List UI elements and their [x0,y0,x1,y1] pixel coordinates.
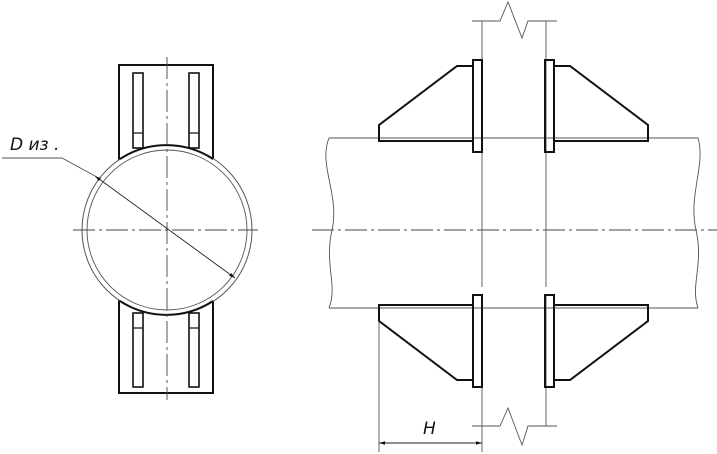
pipe-section-view: D из . [2,57,258,400]
upper-slots [132,72,200,149]
bracket-upper-right [544,59,649,153]
diameter-label: D из . [10,135,59,155]
height-dimension: H [378,321,482,452]
diameter-dimension: D из . [2,135,236,279]
pipe-wall-elevation: H [312,0,717,452]
wall-break-top [472,0,557,40]
bracket-lower-right [544,294,649,388]
wall-break-bottom [472,406,557,447]
pipe-break-left [325,137,335,309]
height-label: H [423,419,436,439]
bracket-lower-left [378,294,483,388]
lower-slots [132,312,200,388]
bracket-upper-left [378,59,483,153]
clamp-arc-top [119,144,214,160]
pipe-break-right [693,137,701,309]
clamp-arc-bottom [119,300,214,316]
